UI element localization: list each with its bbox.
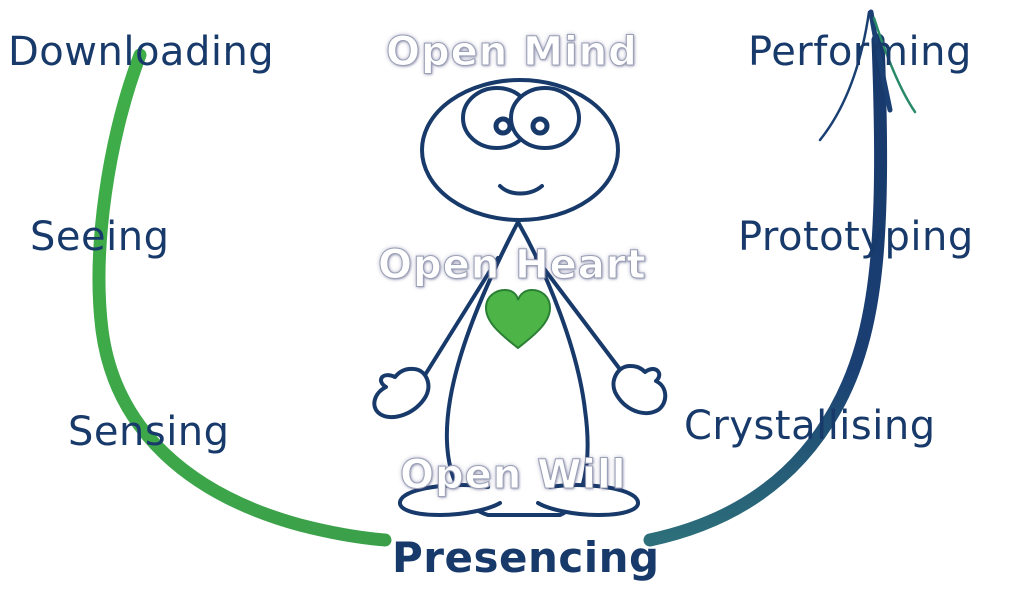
figure-right-pupil [530,116,550,136]
stage-label-presencing: Presencing [392,533,660,582]
right-arc-ascending [643,33,888,547]
left-arc-descending [92,48,392,547]
figure-smile [498,184,544,196]
figure-left-foot [398,483,502,517]
figure-left-pupil [493,116,513,136]
figure-right-hand [611,364,668,416]
open-heart-label: Open Heart [378,242,647,288]
figure-left-arm [423,256,500,377]
stage-label-downloading: Downloading [8,29,275,75]
figure-body [445,220,590,517]
stage-label-sensing: Sensing [68,409,230,455]
arrow-head-icon [818,9,917,142]
heart-icon [484,288,552,350]
open-will-label: Open Will [399,452,627,498]
stage-label-crystallising: Crystallising [684,403,936,449]
figure-right-arm [534,256,624,374]
open-mind-label: Open Mind [386,29,638,75]
stage-label-prototyping: Prototyping [738,214,974,260]
stage-label-seeing: Seeing [30,214,170,260]
figure-right-foot [536,483,640,517]
stage-label-performing: Performing [748,29,972,75]
stick-figure [372,78,668,517]
figure-left-hand [372,366,431,420]
